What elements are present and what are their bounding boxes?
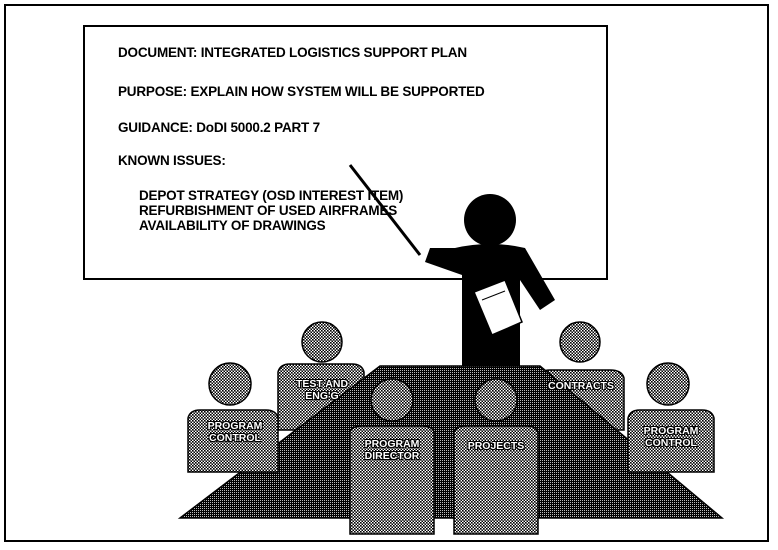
seat-label-line: PROGRAM: [207, 420, 263, 432]
seat-label-line: CONTROL: [209, 432, 261, 444]
presentation-board: DOCUMENT: INTEGRATED LOGISTICS SUPPORT P…: [83, 25, 608, 280]
seat-label-line: TEST AND: [295, 378, 349, 390]
document-line: DOCUMENT: INTEGRATED LOGISTICS SUPPORT P…: [118, 45, 467, 60]
seat-label-program-director: PROGRAM DIRECTOR: [350, 438, 434, 462]
attendee-projects: [453, 378, 539, 535]
issue-item: DEPOT STRATEGY (OSD INTEREST ITEM): [139, 188, 404, 203]
seat-label-test-and-engg: TEST AND ENG'G: [282, 378, 362, 402]
attendee-program-control-right: [627, 362, 715, 473]
seat-label-line: DIRECTOR: [364, 450, 420, 462]
purpose-line: PURPOSE: EXPLAIN HOW SYSTEM WILL BE SUPP…: [118, 84, 485, 99]
seat-label-line: ENG'G: [305, 390, 339, 402]
seat-label-projects: PROJECTS: [454, 440, 538, 452]
presenter-figure: [348, 164, 555, 380]
guidance-line: GUIDANCE: DoDI 5000.2 PART 7: [118, 120, 320, 135]
seat-label-line: CONTROL: [645, 437, 697, 449]
issue-item: REFURBISHMENT OF USED AIRFRAMES: [139, 203, 398, 218]
attendee-program-director: [349, 378, 435, 535]
seat-label-line: PROJECTS: [467, 440, 525, 452]
seat-label-program-control-left: PROGRAM CONTROL: [192, 420, 278, 444]
seat-label-line: PROGRAM: [364, 438, 420, 450]
seat-label-program-control-right: PROGRAM CONTROL: [628, 425, 714, 449]
seat-label-line: CONTRACTS: [548, 380, 614, 392]
slide-frame: [4, 4, 769, 542]
seat-label-line: PROGRAM: [643, 425, 699, 437]
known-issues-heading: KNOWN ISSUES:: [118, 153, 226, 168]
seat-label-contracts: CONTRACTS: [538, 380, 624, 392]
issue-item: AVAILABILITY OF DRAWINGS: [139, 218, 326, 233]
attendee-program-control-left: [187, 362, 279, 473]
